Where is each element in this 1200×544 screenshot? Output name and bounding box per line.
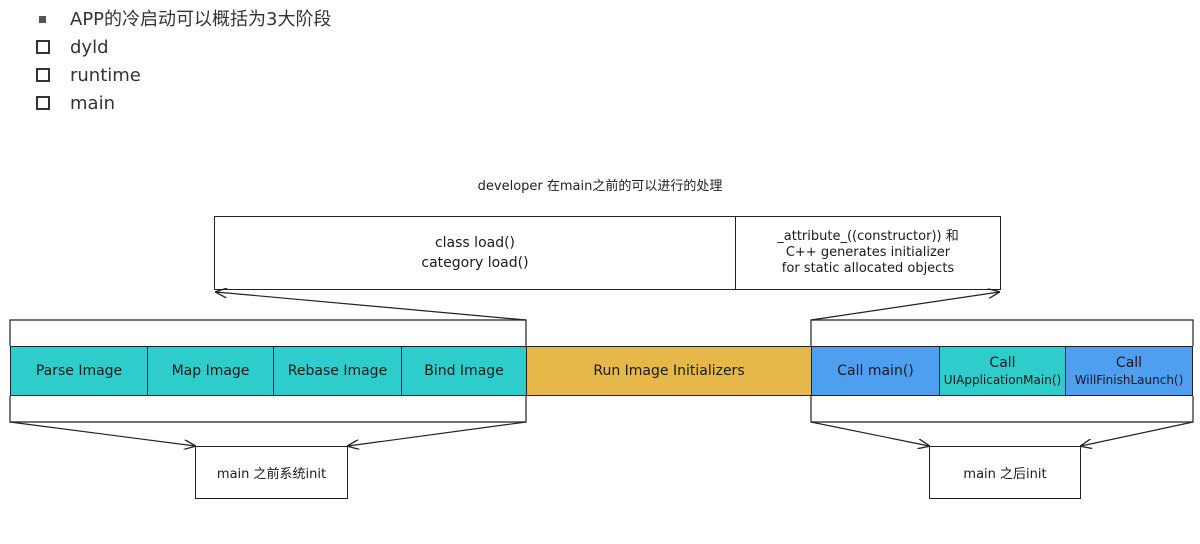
developer-constructor-box: _attribute_((constructor)) 和 C++ generat… — [735, 216, 1001, 290]
constructor-line: for static allocated objects — [781, 261, 955, 276]
stage-label: Rebase Image — [287, 362, 388, 379]
connector-arrow — [348, 421, 527, 446]
checkbox-icon — [36, 68, 50, 82]
load-line: class load() — [434, 235, 516, 251]
stage-rebase-image: Rebase Image — [273, 346, 402, 396]
connector-arrow — [9, 319, 527, 346]
constructor-line: _attribute_((constructor)) 和 — [777, 229, 959, 244]
diagram-title: developer 在main之前的可以进行的处理 — [477, 179, 723, 194]
after-main-box: main 之后init — [929, 446, 1081, 499]
stage-label: Map Image — [171, 362, 250, 379]
stage-map-image: Map Image — [147, 346, 274, 396]
stage-parse-image: Parse Image — [10, 346, 148, 396]
connector-arrow — [1081, 421, 1194, 446]
connector-arrow — [810, 396, 1194, 423]
bullet-text: APP的冷启动可以概括为3大阶段 — [70, 9, 332, 30]
small-square-icon — [39, 16, 46, 23]
bullet-text: main — [70, 93, 115, 114]
connector-arrow — [9, 421, 195, 446]
stage-call-willfinishlaunch: Call WillFinishLaunch() — [1065, 346, 1193, 396]
stage-bind-image: Bind Image — [401, 346, 527, 396]
constructor-line: C++ generates initializer — [785, 245, 951, 260]
stage-label: Bind Image — [424, 362, 504, 379]
connector-arrow — [9, 396, 527, 423]
connector-arrow — [810, 292, 999, 321]
connector-arrow — [810, 319, 1194, 346]
stage-label: WillFinishLaunch() — [1074, 372, 1184, 387]
stage-label: UIApplicationMain() — [943, 372, 1062, 387]
after-main-label: main 之后init — [963, 467, 1047, 482]
before-main-box: main 之前系统init — [195, 446, 348, 499]
stage-label: Call — [989, 354, 1016, 371]
stage-call-uiapplicationmain: Call UIApplicationMain() — [939, 346, 1066, 396]
load-line: category load() — [421, 255, 529, 271]
developer-load-box: class load() category load() — [214, 216, 736, 290]
before-main-label: main 之前系统init — [216, 467, 327, 482]
checkbox-icon — [36, 40, 50, 54]
connector-arrow — [216, 292, 527, 321]
stage-label: Call main() — [837, 362, 914, 379]
checkbox-icon — [36, 96, 50, 110]
stage-label: Run Image Initializers — [593, 362, 745, 379]
bullet-text: dyld — [70, 37, 109, 58]
bullet-text: runtime — [70, 65, 141, 86]
stage-label: Call — [1115, 354, 1143, 371]
stage-label: Parse Image — [35, 362, 123, 379]
stage-run-initializers: Run Image Initializers — [526, 346, 812, 396]
connector-arrow — [810, 421, 929, 446]
